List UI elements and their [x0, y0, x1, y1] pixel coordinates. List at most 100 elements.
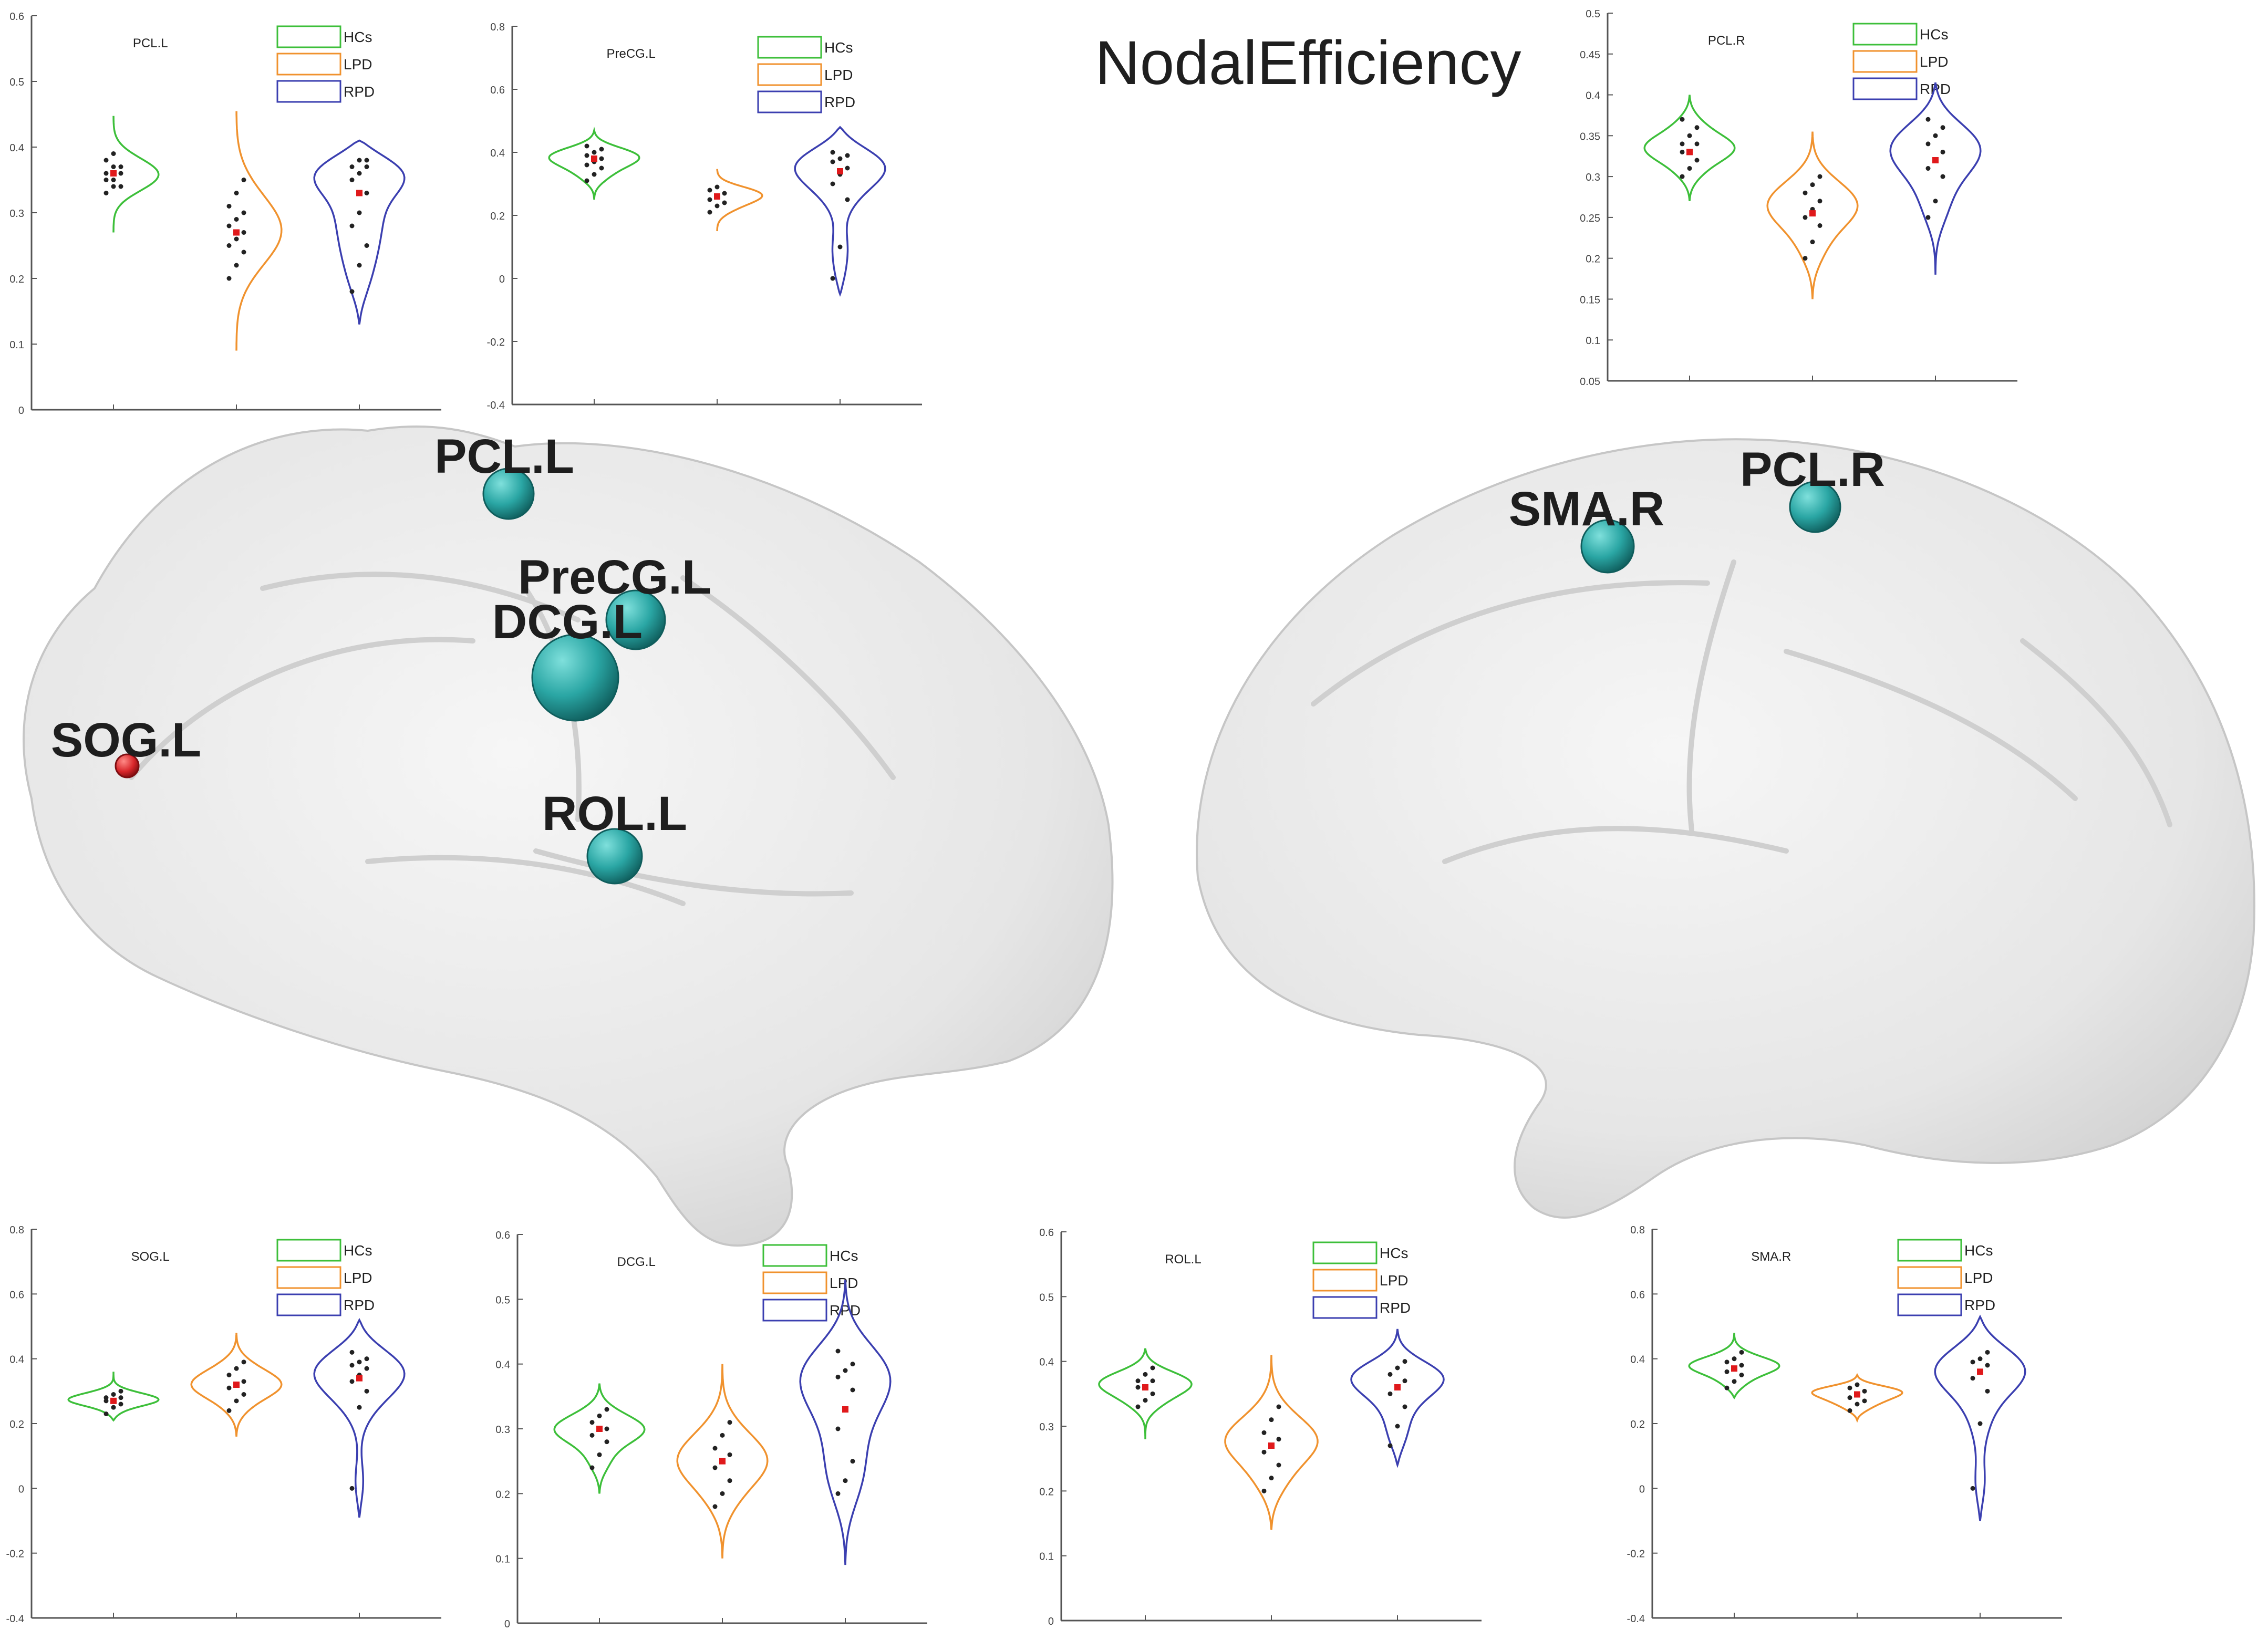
data-point-lpd [1817, 223, 1822, 228]
mean-marker-rpd [356, 190, 363, 196]
violin-hcs [553, 1383, 646, 1494]
y-tick-label: 0.3 [1039, 1421, 1054, 1433]
data-point-hcs [111, 1405, 116, 1410]
data-point-lpd [1803, 256, 1808, 261]
data-point-lpd [712, 1465, 718, 1470]
data-point-rpd [357, 171, 362, 176]
legend-label-hcs: HCs [1920, 26, 1948, 43]
data-point-rpd [835, 1374, 841, 1379]
y-tick-label: 0.5 [1039, 1292, 1054, 1303]
y-tick-label: 0.6 [490, 85, 505, 96]
data-point-rpd [1395, 1424, 1400, 1429]
legend-swatch-lpd [276, 1266, 341, 1289]
data-point-lpd [1261, 1488, 1267, 1493]
data-point-lpd [241, 1359, 246, 1365]
y-tick-label: 0.15 [1580, 294, 1600, 306]
panel-title: PCL.L [133, 36, 168, 50]
data-point-lpd [241, 250, 246, 255]
data-point-lpd [1803, 215, 1808, 220]
y-tick-label: -0.4 [1627, 1613, 1645, 1625]
data-point-hcs [589, 1420, 595, 1425]
legend-label-lpd: LPD [1920, 54, 1948, 70]
y-tick-label: 0.1 [1039, 1551, 1054, 1563]
data-point-lpd [1855, 1382, 1860, 1387]
data-point-rpd [1925, 215, 1931, 220]
data-point-hcs [1680, 117, 1685, 122]
violin-lpd [716, 169, 763, 232]
data-point-rpd [1402, 1378, 1407, 1384]
data-point-lpd [234, 1398, 239, 1404]
legend-swatch-rpd [276, 1293, 341, 1316]
data-point-hcs [1732, 1356, 1737, 1362]
data-point-lpd [1817, 199, 1822, 204]
legend-swatch-rpd [1312, 1296, 1378, 1319]
data-point-rpd [364, 1366, 369, 1371]
data-point-lpd [241, 1392, 246, 1397]
data-point-rpd [364, 164, 369, 169]
data-point-hcs [103, 191, 109, 195]
node-label-sog-l: SOG.L [51, 713, 201, 767]
y-tick-label: -0.2 [1627, 1549, 1645, 1560]
legend-label-lpd: LPD [830, 1275, 858, 1291]
node-dcg-l [531, 634, 619, 722]
data-point-hcs [589, 1433, 595, 1438]
data-point-hcs [584, 143, 589, 149]
data-point-hcs [1687, 166, 1692, 171]
legend-swatch-lpd [762, 1271, 827, 1294]
y-tick-label: 0.6 [1039, 1227, 1054, 1239]
data-point-lpd [226, 243, 232, 248]
violin-lpd [676, 1364, 769, 1559]
data-point-hcs [1739, 1373, 1744, 1377]
left-sulcus-0 [129, 637, 475, 780]
data-point-lpd [714, 184, 720, 190]
data-point-rpd [364, 158, 369, 163]
mean-marker-rpd [837, 168, 843, 174]
data-point-rpd [364, 1388, 369, 1394]
y-tick-label: 0 [18, 405, 24, 417]
data-point-rpd [1985, 1350, 1990, 1355]
y-tick-label: 0 [504, 1618, 510, 1630]
data-point-rpd [837, 244, 843, 250]
legend-swatch-hcs [1897, 1239, 1962, 1262]
left-sulcus-3 [533, 848, 854, 897]
panel-title: PCL.R [1708, 34, 1745, 48]
data-point-rpd [357, 1359, 362, 1365]
data-point-lpd [1803, 190, 1808, 195]
legend-swatch-lpd [1852, 50, 1918, 73]
data-point-hcs [1694, 125, 1700, 130]
data-point-hcs [1150, 1378, 1155, 1384]
data-point-hcs [604, 1426, 609, 1431]
panel-title: DCG.L [617, 1255, 656, 1269]
data-point-hcs [1150, 1365, 1155, 1371]
data-point-hcs [111, 178, 116, 182]
data-point-rpd [830, 181, 835, 186]
data-point-rpd [850, 1387, 855, 1393]
data-point-rpd [1970, 1486, 1975, 1491]
node-label-sma-r: SMA.R [1509, 482, 1664, 536]
data-point-hcs [103, 1395, 109, 1400]
data-point-hcs [118, 1395, 123, 1400]
violin-hcs [112, 116, 160, 233]
data-point-rpd [349, 223, 355, 229]
y-tick-label: 0.2 [9, 1419, 24, 1430]
data-point-rpd [1970, 1359, 1975, 1365]
data-point-rpd [835, 1491, 841, 1496]
legend-label-lpd: LPD [344, 1270, 372, 1286]
data-point-rpd [837, 156, 843, 161]
violin-lpd [190, 1333, 283, 1437]
data-point-lpd [1269, 1476, 1274, 1481]
data-point-lpd [234, 263, 239, 268]
y-tick-label: 0.2 [1586, 254, 1600, 265]
mean-marker-rpd [842, 1406, 848, 1413]
data-point-hcs [103, 1411, 109, 1416]
y-tick-label: 0 [1048, 1616, 1054, 1627]
data-point-hcs [1724, 1385, 1730, 1390]
violin-lpd [1766, 131, 1859, 299]
data-point-lpd [1276, 1462, 1281, 1468]
data-point-lpd [1810, 240, 1815, 245]
data-point-lpd [707, 188, 712, 193]
mean-marker-rpd [356, 1375, 363, 1382]
mean-marker-lpd [1809, 210, 1816, 217]
